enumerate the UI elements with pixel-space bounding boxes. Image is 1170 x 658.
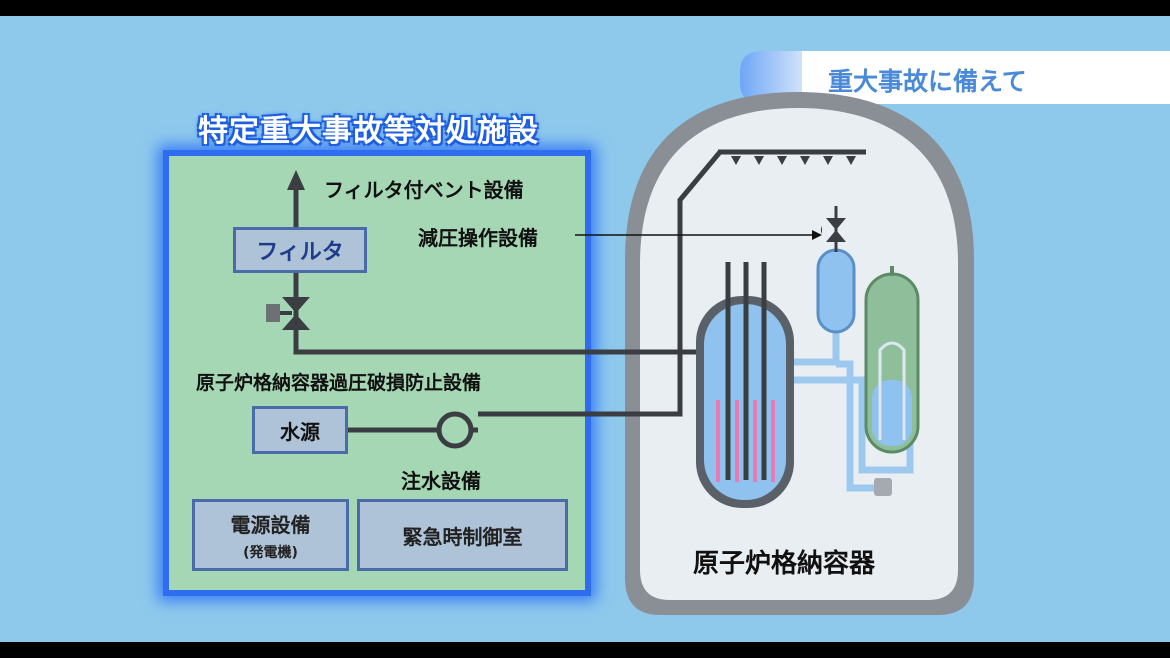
overpressure-label: 原子炉格納容器過圧破損防止設備 bbox=[196, 372, 482, 394]
vent-label: フィルタ付ベント設備 bbox=[324, 178, 524, 202]
containment-label: 原子炉格納容器 bbox=[693, 549, 876, 579]
banner-title: 重大事故に備えて bbox=[828, 67, 1027, 96]
spray-supply-line bbox=[478, 150, 722, 417]
filter-box: フィルタ bbox=[233, 227, 367, 273]
primary-loop-cold bbox=[794, 376, 914, 474]
vent-valve-actuator bbox=[266, 304, 280, 322]
fuel-rods bbox=[716, 400, 775, 482]
control-rods bbox=[725, 262, 767, 480]
power-box: 電源設備 (発電機) bbox=[192, 499, 349, 571]
vent-valve-icon-lower bbox=[282, 314, 310, 330]
injection-label: 注水設備 bbox=[401, 469, 481, 493]
coolant-pump bbox=[874, 478, 892, 496]
control-room-box: 緊急時制御室 bbox=[357, 499, 568, 571]
vent-valve-icon bbox=[282, 297, 310, 313]
facility-title: 特定重大事故等対処施設 bbox=[198, 114, 539, 149]
depressurization-valve-icon bbox=[826, 218, 846, 230]
depressurization-label: 減圧操作設備 bbox=[418, 226, 538, 250]
water-source-box: 水源 bbox=[252, 406, 348, 454]
power-sublabel: (発電機) bbox=[243, 544, 298, 561]
primary-loop-return bbox=[836, 360, 878, 492]
pump-icon bbox=[436, 411, 474, 449]
vent-arrow-head bbox=[287, 170, 305, 190]
letterbox-top bbox=[0, 0, 1170, 16]
pressurizer bbox=[816, 248, 856, 334]
spray-nozzles bbox=[731, 156, 856, 165]
letterbox-bottom bbox=[0, 642, 1170, 658]
power-label: 電源設備 bbox=[230, 512, 311, 537]
